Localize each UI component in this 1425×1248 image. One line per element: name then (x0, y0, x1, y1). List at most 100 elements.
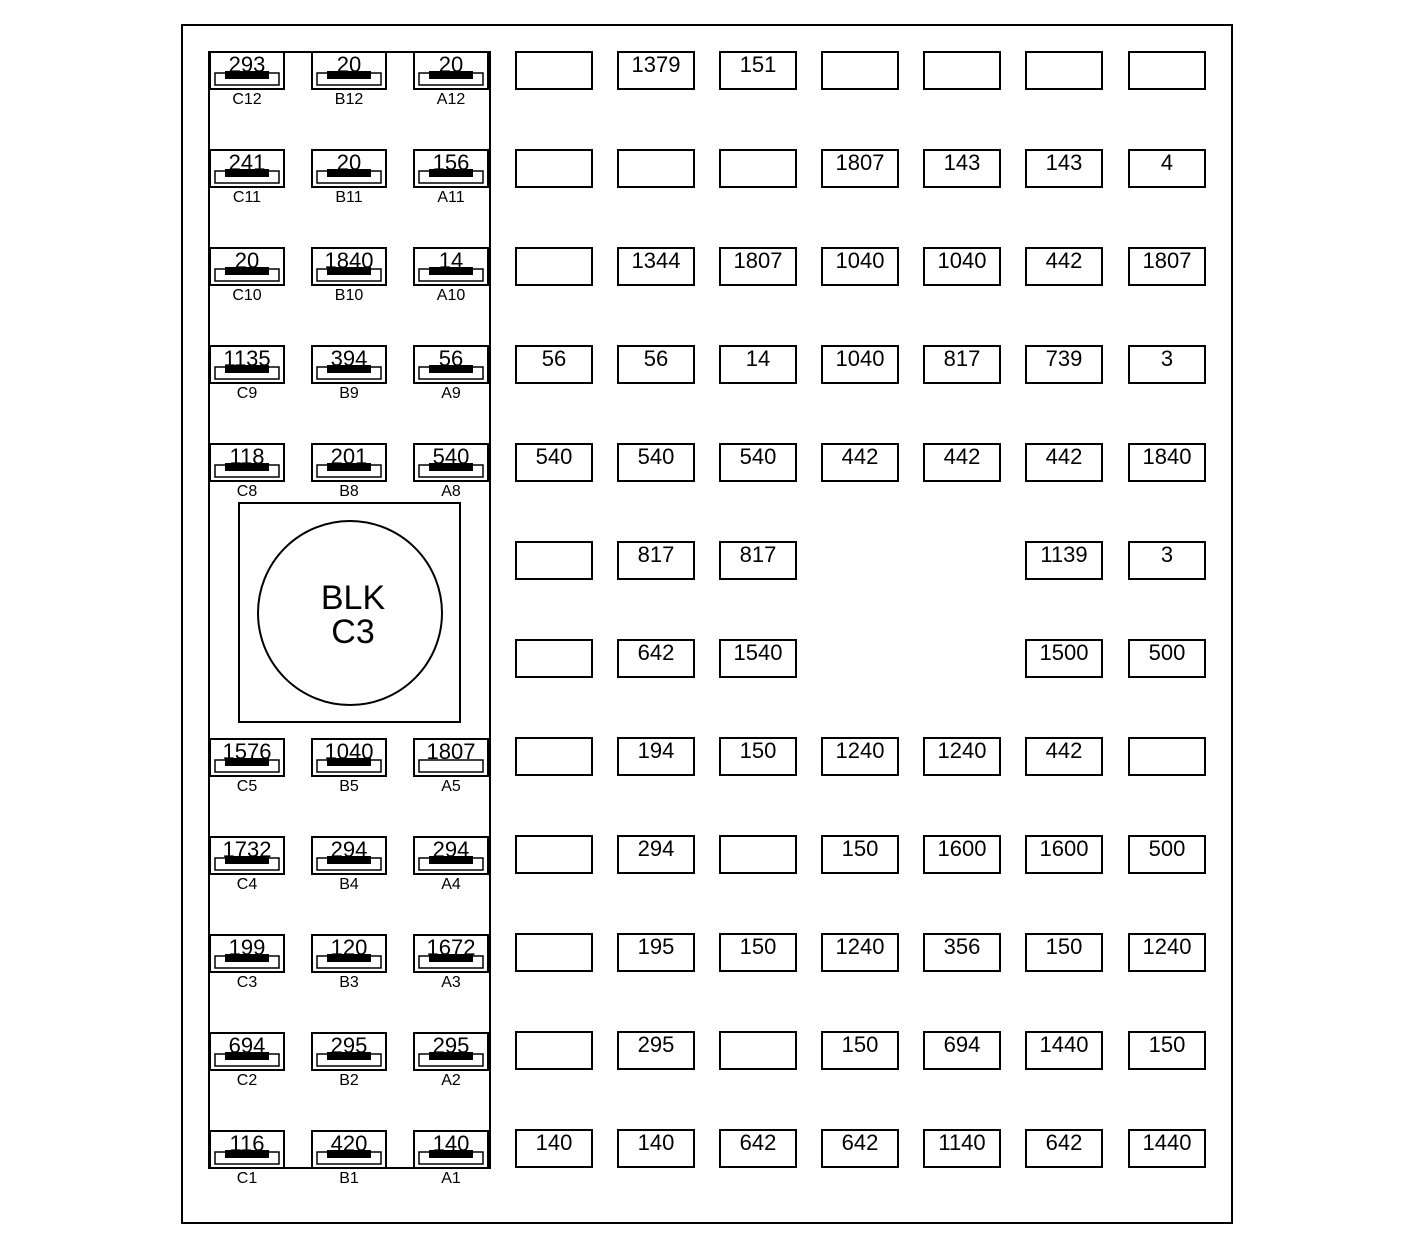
fuse-slot: 500 (1128, 835, 1206, 874)
terminal-bar (327, 856, 371, 864)
fuse-slot-box (1128, 345, 1206, 384)
fuse-slot: 150 (719, 933, 797, 972)
fuse-slot-number: 3 (1161, 542, 1173, 567)
fuse-slot-box (923, 149, 1001, 188)
cavity-circuit-number: 1732 (223, 837, 272, 862)
cavity-circuit-number: 14 (439, 248, 463, 273)
cavity-box (413, 934, 489, 973)
fuse-slot-number: 1807 (1143, 248, 1192, 273)
fuse-slot-number: 442 (1046, 444, 1083, 469)
cavity-circuit-number: 20 (337, 52, 361, 77)
cavity-pin-label: B5 (339, 778, 359, 795)
fuse-slot: 150 (1025, 933, 1103, 972)
cavity-box (311, 738, 387, 777)
fuse-slot: 14 (719, 345, 797, 384)
fuse-slot-box (923, 247, 1001, 286)
fuse-slot-box (515, 1031, 593, 1070)
terminal-bar (225, 856, 269, 864)
fuse-slot: 150 (719, 737, 797, 776)
terminal-bar (225, 365, 269, 373)
fuse-slot-number: 150 (740, 738, 777, 763)
cavity-box (209, 738, 285, 777)
cavity-pin-label: A8 (441, 483, 461, 500)
cavity-circuit-number: 241 (229, 150, 266, 175)
fuse-slot: 143 (1025, 149, 1103, 188)
fuse-slot-box (1128, 737, 1206, 776)
cavity-pin-label: B9 (339, 385, 359, 402)
fuse-slot (617, 149, 695, 188)
fuse-slot-box (821, 51, 899, 90)
fuse-slot-box (617, 541, 695, 580)
fuse-slot-number: 56 (542, 346, 566, 371)
fuse-slot: 442 (1025, 443, 1103, 482)
cavity-circuit-number: 294 (433, 837, 470, 862)
fuse-slot: 1040 (821, 345, 899, 384)
fuse-slot: 1807 (1128, 247, 1206, 286)
fuse-slot: 143 (923, 149, 1001, 188)
cavity-box (311, 934, 387, 973)
fuse-slot-number: 151 (740, 52, 777, 77)
fuse-slot: 1440 (1025, 1031, 1103, 1070)
cavity-pin-label: B3 (339, 974, 359, 991)
cavity-box (413, 1130, 489, 1169)
fuse-slot-number: 14 (746, 346, 770, 371)
fuse-slot: 642 (719, 1129, 797, 1168)
fuse-slot-box (1025, 541, 1103, 580)
fuse-slot-box (821, 933, 899, 972)
fuse-slot: 56 (617, 345, 695, 384)
fuse-slot: 1500 (1025, 639, 1103, 678)
fuse-slot-box (617, 1129, 695, 1168)
cavity-pin-label: C5 (237, 778, 258, 795)
fuse-slot-box (515, 933, 593, 972)
cavity-pin-label: B12 (335, 91, 364, 108)
fuse-slot-box (821, 737, 899, 776)
fuse-slot-number: 140 (536, 1130, 573, 1155)
fuse-slot: 1840 (1128, 443, 1206, 482)
fuse-slot: 3 (1128, 541, 1206, 580)
fuse-slot-number: 442 (1046, 248, 1083, 273)
fuse-slot (821, 51, 899, 90)
fuse-slot-box (719, 933, 797, 972)
cavity-box (413, 149, 489, 188)
cavity-box (413, 1032, 489, 1071)
fuse-slot: 56 (515, 345, 593, 384)
cavity-group-bottom: 1576C51040B51807A51732C4294B4294A4199C31… (209, 738, 489, 1187)
cavity-pin-label: C10 (232, 287, 261, 304)
fuse-slot-box (1025, 835, 1103, 874)
cavity-box (311, 443, 387, 482)
fuse-slot-number: 1240 (1143, 934, 1192, 959)
fuse-slot-box (719, 835, 797, 874)
terminal-bar (327, 1150, 371, 1158)
fuse-slot-number: 3 (1161, 346, 1173, 371)
fuse-slot-number: 1807 (836, 150, 885, 175)
fuse-slot-number: 143 (944, 150, 981, 175)
fuse-slot: 694 (923, 1031, 1001, 1070)
fuse-slot: 294 (617, 835, 695, 874)
cavity-circuit-number: 199 (229, 935, 266, 960)
fuse-slot: 1140 (923, 1129, 1001, 1168)
fuse-slot-box (1025, 51, 1103, 90)
cavity-terminal (418, 759, 484, 773)
fuse-slot-number: 817 (944, 346, 981, 371)
cavity-box (413, 247, 489, 286)
fuse-slot-box (1128, 1031, 1206, 1070)
fuse-slot (719, 1031, 797, 1070)
fuse-slot-box (923, 345, 1001, 384)
fuse-slot-number: 1440 (1040, 1032, 1089, 1057)
terminal-bar (225, 758, 269, 766)
cavity-circuit-number: 116 (229, 1131, 264, 1156)
fuse-slot-box (1128, 933, 1206, 972)
fuse-slot-box (617, 149, 695, 188)
fuse-slot-box (1025, 1129, 1103, 1168)
terminal-bar (327, 267, 371, 275)
fuse-slot (515, 541, 593, 580)
fuse-slot-box (923, 1129, 1001, 1168)
fuse-slot-number: 295 (638, 1032, 675, 1057)
